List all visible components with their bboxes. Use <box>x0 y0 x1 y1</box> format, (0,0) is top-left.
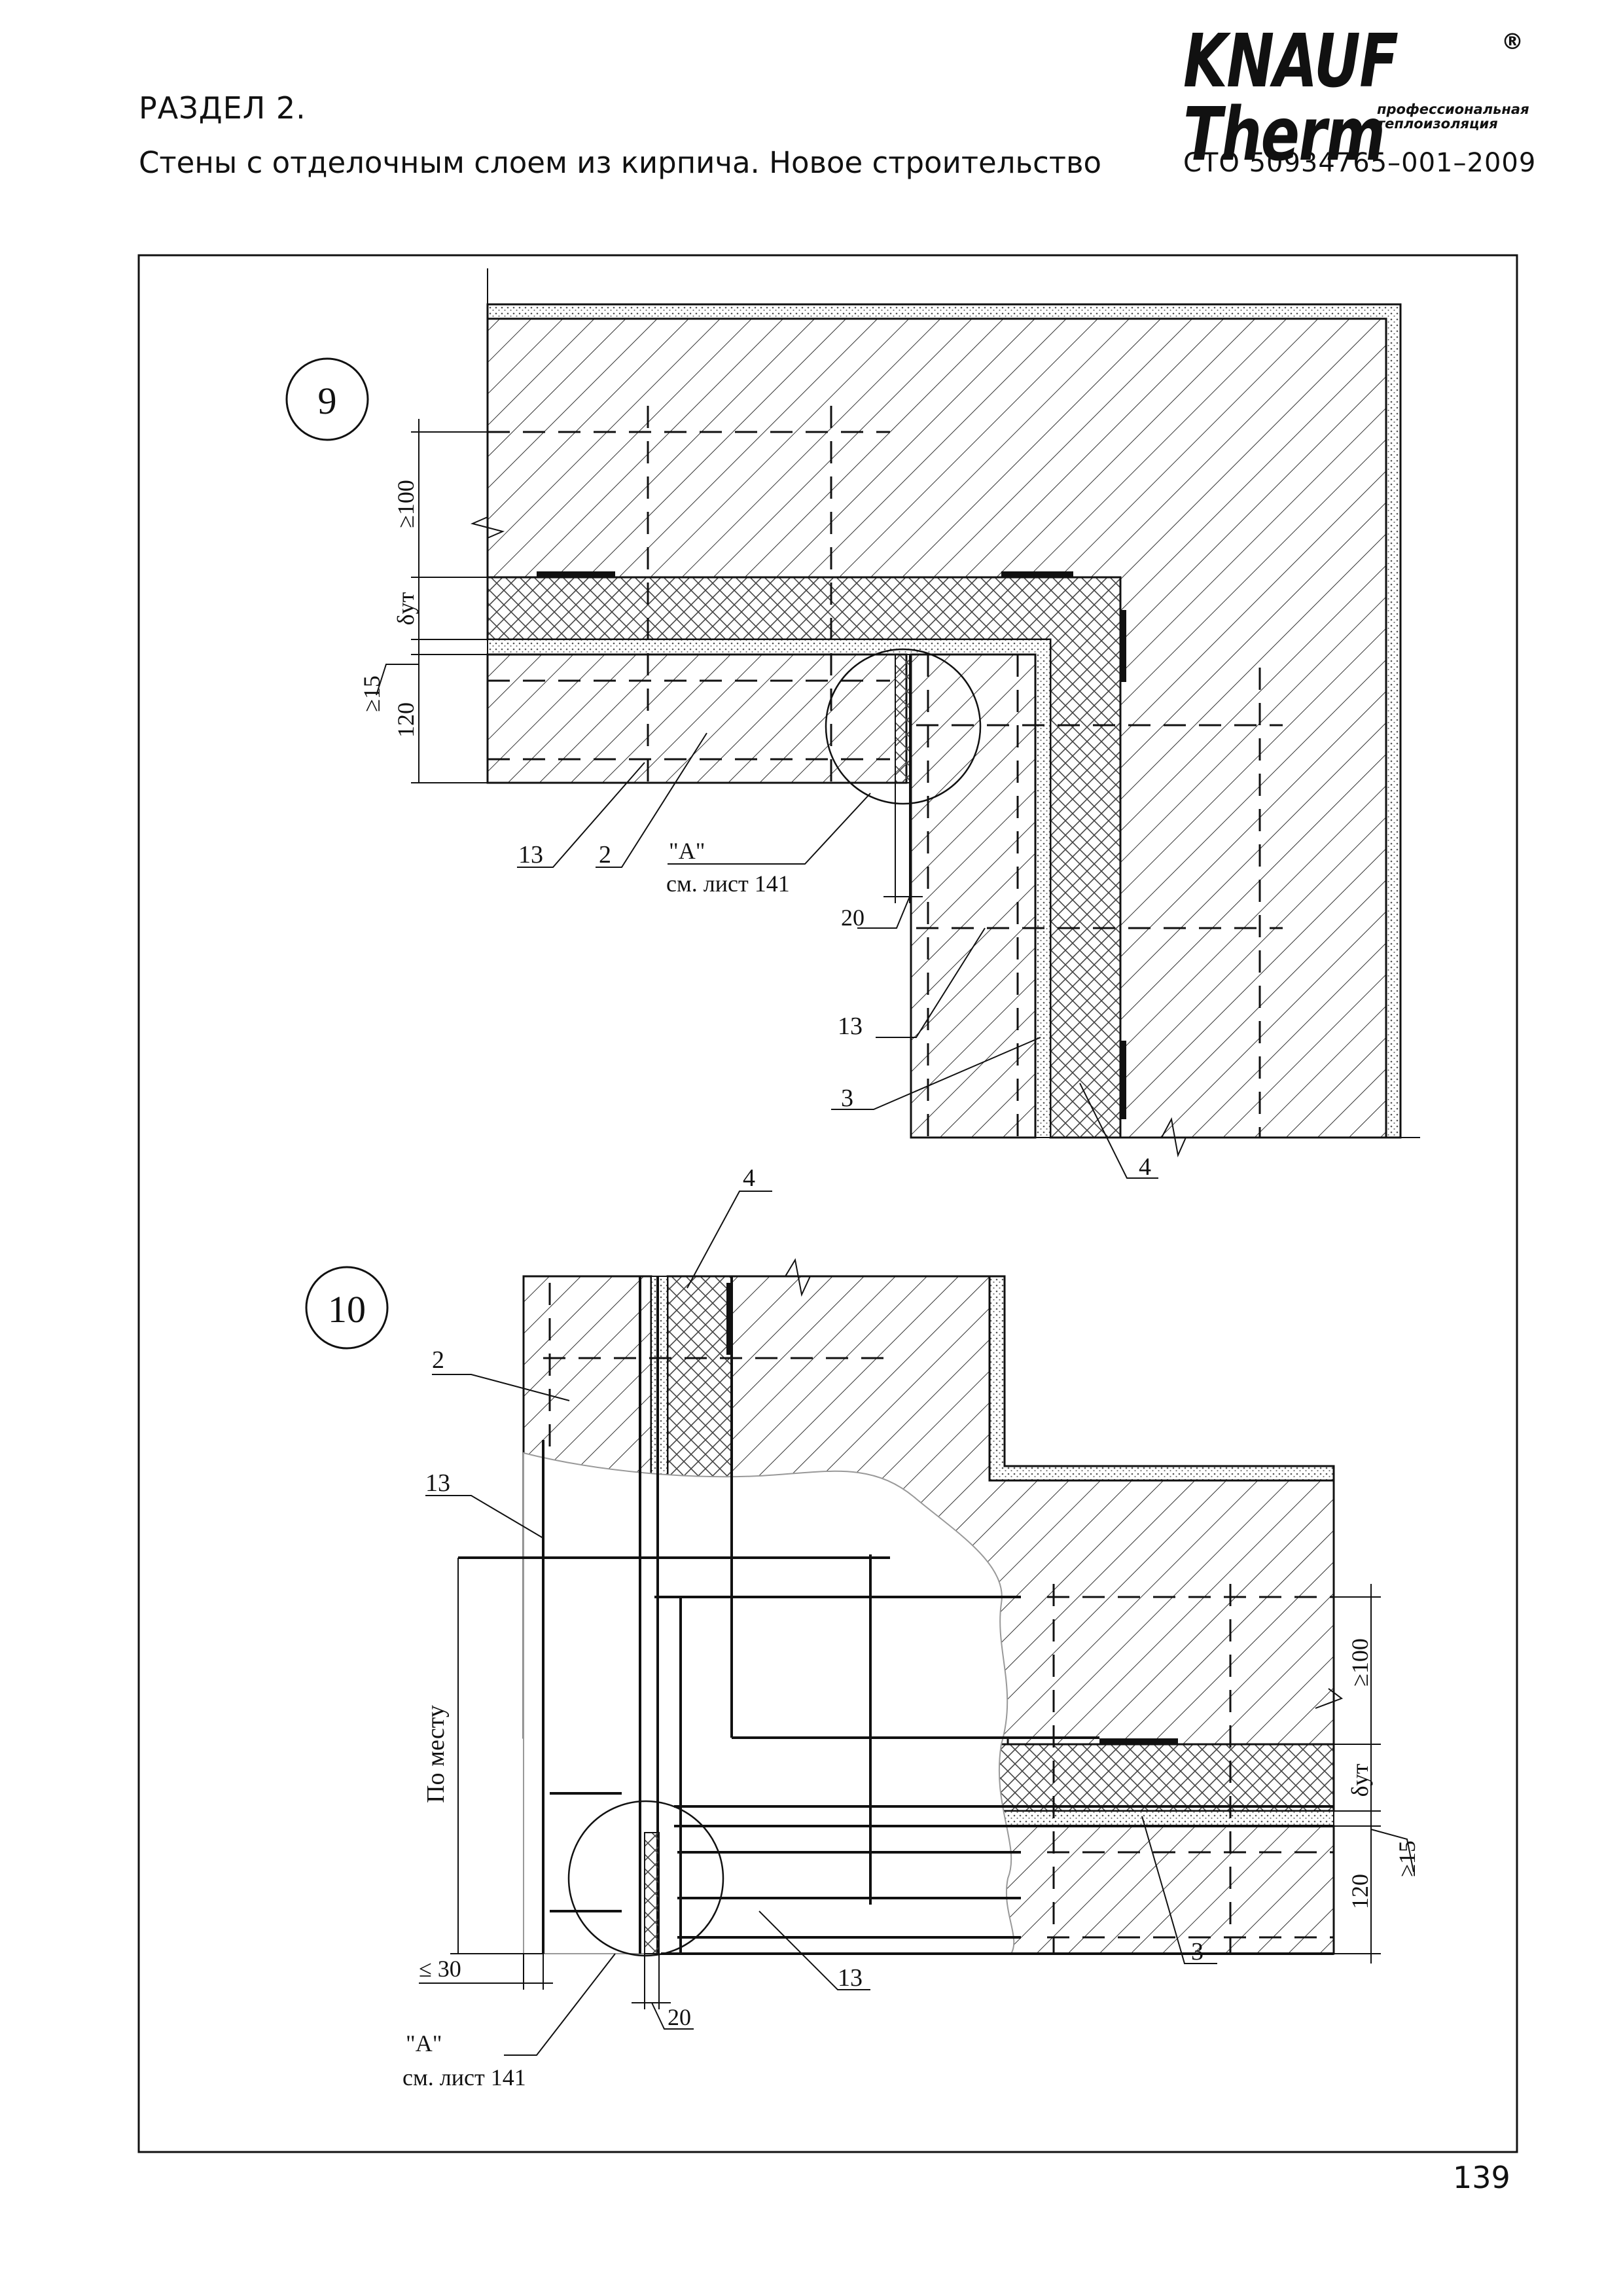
fixing-plate <box>726 1283 732 1355</box>
facing-brick-horizontal <box>486 653 908 784</box>
node-a-circle <box>825 648 982 805</box>
callout-13: 13 <box>838 1013 863 1040</box>
dim-100: ≥100 <box>1347 1638 1373 1687</box>
corner-joint <box>644 1832 660 1954</box>
logo-tagline-line-2: теплоизоляция <box>1377 116 1498 132</box>
dim-15: ≥15 <box>359 675 385 712</box>
dim-20: 20 <box>668 2004 691 2030</box>
callout-ref-sheet: см. лист 141 <box>402 2064 526 2090</box>
dim-15: ≥15 <box>1394 1840 1420 1877</box>
callout-3: 3 <box>841 1085 853 1112</box>
detail-number-circle <box>285 357 369 441</box>
section-subtitle: Стены с отделочным слоем из кирпича. Нов… <box>139 145 1102 180</box>
callout-2: 2 <box>432 1346 444 1374</box>
fixing-plate <box>537 571 615 577</box>
detail-number: 10 <box>328 1288 366 1331</box>
callout-4: 4 <box>743 1164 755 1192</box>
facing-brick-vertical <box>910 653 1037 1139</box>
callout-13: 13 <box>425 1469 450 1497</box>
dim-dut: δут <box>1347 1763 1373 1797</box>
callout-2: 2 <box>599 841 611 869</box>
dim-100: ≥100 <box>393 480 419 528</box>
fixing-plate <box>1099 1738 1178 1744</box>
cutaway-area <box>523 1452 1015 1954</box>
dim-dut: δут <box>393 592 419 625</box>
callout-4: 4 <box>1139 1153 1151 1181</box>
fixing-plate <box>1120 610 1126 682</box>
detail-number-circle <box>305 1266 389 1350</box>
drawing-frame <box>137 254 1518 2153</box>
callout-ref-sheet: см. лист 141 <box>666 870 790 897</box>
node-a-circle <box>567 1800 724 1957</box>
detail-9: 9 ≥100 δут ≥15 120 20 <box>285 268 1420 1181</box>
corner-joint <box>895 654 910 783</box>
dim-120: 120 <box>1347 1874 1373 1909</box>
plaster-layer <box>988 1275 1335 1482</box>
break-line <box>470 268 505 577</box>
dim-30: ≤ 30 <box>419 1956 461 1982</box>
callout-13: 13 <box>838 1964 863 1992</box>
fixing-plate <box>1001 571 1073 577</box>
logo-tagline-line-1: профессиональная <box>1377 101 1529 117</box>
break-line <box>524 1258 990 1297</box>
detail-number: 9 <box>318 380 337 422</box>
callout-ref-a: "А" <box>406 2030 442 2056</box>
break-line <box>1035 1117 1420 1158</box>
dim-po-mestu: По месту <box>422 1705 450 1803</box>
fixing-plate <box>1120 1041 1126 1119</box>
standard-code: СТО 50934765–001–2009 <box>1183 148 1537 178</box>
knauf-therm-logo: KNAUF Therm ® профессиональная теплоизол… <box>1183 25 1529 171</box>
logo-registered-mark: ® <box>1501 29 1524 55</box>
dim-20: 20 <box>841 905 865 931</box>
dim-120: 120 <box>393 702 419 738</box>
logo-brand: KNAUF Therm <box>1183 19 1399 177</box>
section-title: РАЗДЕЛ 2. <box>139 90 306 126</box>
callout-ref-a: "А" <box>669 838 705 864</box>
detail-10: 10 ≥100 δут ≥15 120 По месту <box>305 1164 1420 2090</box>
page-number: 139 <box>1453 2160 1510 2195</box>
logo-tagline: профессиональная теплоизоляция <box>1377 102 1529 131</box>
callout-3: 3 <box>1191 1938 1204 1965</box>
callout-13: 13 <box>518 841 543 869</box>
